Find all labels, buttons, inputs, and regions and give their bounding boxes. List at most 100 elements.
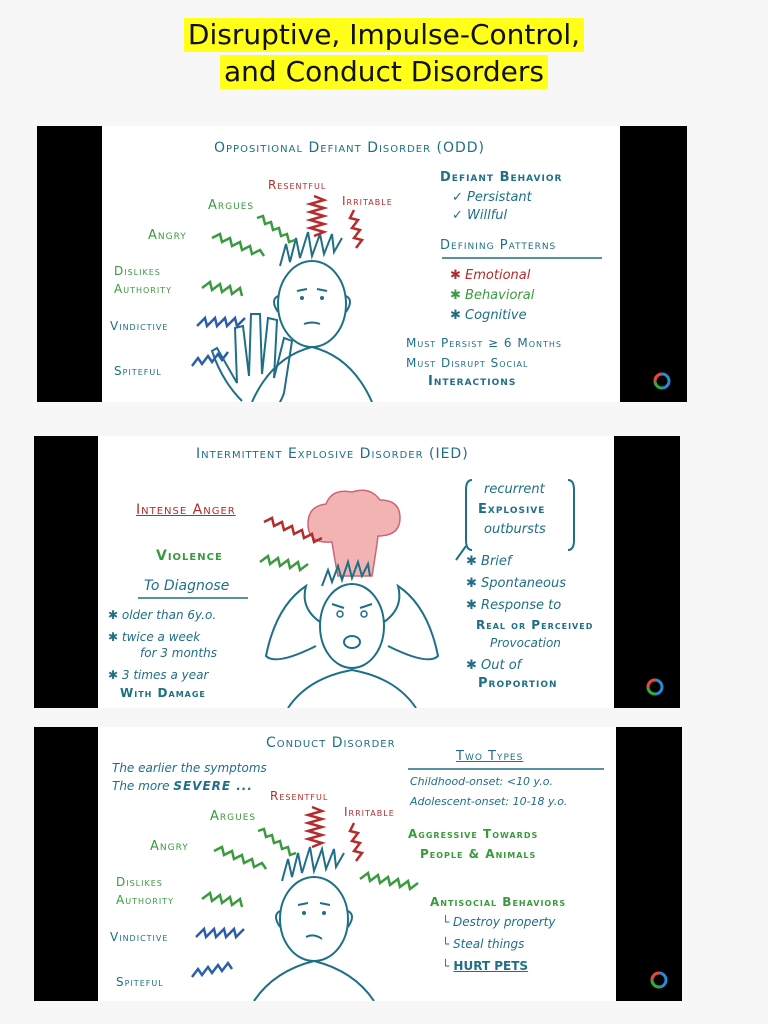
antisocial-item-hurt: └ HURT PETS	[442, 959, 528, 973]
left-bar	[34, 436, 98, 708]
odd-heading: Oppositional Defiant Disorder (ODD)	[214, 140, 486, 156]
left-bar	[37, 126, 102, 402]
defiant-item-persistant: ✓ Persistant	[452, 190, 532, 205]
asterisk-icon: ✱	[466, 576, 482, 591]
two-types: Two Types	[456, 749, 524, 764]
defiant-item-label: Willful	[467, 208, 508, 223]
bracket-outbursts: outbursts	[484, 522, 546, 537]
page-title: Disruptive, Impulse-Control, and Conduct…	[0, 18, 768, 92]
right-item-label: Response to	[481, 598, 562, 613]
diag-label: older than 6y.o.	[121, 608, 217, 622]
antisocial-label: Destroy property	[453, 915, 556, 929]
asterisk-icon: ✱	[466, 598, 482, 613]
label-resentful: Resentful	[270, 789, 329, 803]
label-spiteful: Spiteful	[116, 975, 164, 989]
diag-item-damage: With Damage	[120, 686, 206, 700]
page-title-line-1: Disruptive, Impulse-Control,	[183, 18, 585, 52]
defiant-behavior-title: Defiant Behavior	[440, 170, 563, 185]
osmosis-logo-icon	[646, 678, 664, 696]
asterisk-icon: ✱	[108, 630, 122, 644]
check-icon: ✓	[452, 190, 468, 205]
label-angry: Angry	[150, 839, 189, 854]
antisocial-label: Steal things	[453, 937, 525, 951]
corner-icon: └	[442, 937, 454, 951]
pattern-label: Cognitive	[465, 308, 527, 323]
diag-item-twice: ✱ twice a week	[108, 630, 200, 644]
must-persist: Must Persist ≥ 6 Months	[406, 336, 562, 350]
label-irritable: Irritable	[344, 805, 395, 819]
must-disrupt-2: Interactions	[428, 374, 517, 389]
antisocial-label: HURT PETS	[453, 959, 529, 973]
must-disrupt-1: Must Disrupt Social	[406, 356, 529, 370]
label-authority: Authority	[114, 282, 172, 296]
label-authority: Authority	[116, 893, 174, 907]
panel-odd: Oppositional Defiant Disorder (ODD) Rese…	[37, 126, 687, 402]
antisocial-item-destroy: └ Destroy property	[442, 915, 555, 929]
aggressive-line-2: People & Animals	[420, 847, 537, 861]
provocation: Provocation	[490, 636, 561, 650]
label-irritable: Irritable	[342, 194, 393, 208]
slide-ied: Intermittent Explosive Disorder (IED) In…	[98, 436, 614, 708]
panel-conduct: Conduct Disorder The earlier the symptom…	[34, 727, 682, 1001]
panel-ied: Intermittent Explosive Disorder (IED) In…	[34, 436, 680, 708]
odd-illustration	[191, 194, 602, 402]
label-dislikes: Dislikes	[116, 875, 163, 889]
label-argues: Argues	[210, 809, 257, 824]
label-argues: Argues	[208, 198, 255, 213]
conduct-illustration	[191, 768, 604, 1001]
defiant-item-willful: ✓ Willful	[452, 208, 507, 223]
label-violence: Violence	[156, 548, 223, 564]
diag-item-months: for 3 months	[140, 646, 217, 660]
childhood-onset: Childhood-onset: <10 y.o.	[410, 775, 553, 788]
proportion: Proportion	[478, 676, 558, 691]
bracket-explosive: Explosive	[478, 502, 546, 517]
asterisk-icon: ✱	[466, 658, 482, 673]
diag-item-year: ✱ 3 times a year	[108, 668, 208, 682]
corner-icon: └	[442, 959, 454, 973]
diag-label: twice a week	[121, 630, 201, 644]
earlier-line-1: The earlier the symptoms	[112, 761, 267, 775]
pattern-behavioral: ✱ Behavioral	[450, 288, 534, 303]
right-bar	[620, 126, 687, 402]
antisocial-title: Antisocial Behaviors	[430, 895, 567, 909]
right-bar	[614, 436, 680, 708]
real-or-perceived: Real or Perceived	[476, 618, 594, 632]
osmosis-logo-icon	[653, 372, 671, 390]
pattern-label: Behavioral	[465, 288, 535, 303]
label-spiteful: Spiteful	[114, 364, 162, 378]
slide-odd: Oppositional Defiant Disorder (ODD) Rese…	[102, 126, 620, 402]
antisocial-item-steal: └ Steal things	[442, 937, 524, 951]
right-item-response: ✱ Response to	[466, 598, 561, 613]
asterisk-icon: ✱	[108, 668, 122, 682]
defining-patterns-title: Defining Patterns	[440, 238, 557, 253]
label-angry: Angry	[148, 228, 187, 243]
ied-illustration	[138, 479, 575, 708]
pattern-emotional: ✱ Emotional	[450, 268, 530, 283]
right-item-spontaneous: ✱ Spontaneous	[466, 576, 566, 591]
label-resentful: Resentful	[268, 178, 327, 192]
label-dislikes: Dislikes	[114, 264, 161, 278]
asterisk-icon: ✱	[466, 554, 482, 569]
asterisk-icon: ✱	[450, 288, 466, 303]
page-title-line-2: and Conduct Disorders	[220, 55, 548, 89]
label-vindictive: Vindictive	[110, 319, 169, 333]
adolescent-onset: Adolescent-onset: 10-18 y.o.	[410, 795, 568, 808]
label-intense-anger: Intense Anger	[136, 502, 236, 518]
label-vindictive: Vindictive	[110, 930, 169, 944]
right-item-out-of: ✱ Out of	[466, 658, 521, 673]
asterisk-icon: ✱	[108, 608, 122, 622]
severe-label: SEVERE ...	[173, 779, 253, 793]
right-item-label: Brief	[481, 554, 512, 569]
bracket-recurrent: recurrent	[484, 482, 545, 497]
right-item-label: Out of	[481, 658, 522, 673]
diag-label: 3 times a year	[121, 668, 209, 682]
right-item-brief: ✱ Brief	[466, 554, 511, 569]
slide-conduct: Conduct Disorder The earlier the symptom…	[98, 727, 616, 1001]
aggressive-line-1: Aggressive Towards	[408, 827, 539, 841]
left-bar	[34, 727, 98, 1001]
pattern-label: Emotional	[465, 268, 531, 283]
defiant-item-label: Persistant	[467, 190, 532, 205]
conduct-heading: Conduct Disorder	[266, 735, 396, 751]
right-bar	[616, 727, 682, 1001]
osmosis-logo-icon	[650, 971, 668, 989]
